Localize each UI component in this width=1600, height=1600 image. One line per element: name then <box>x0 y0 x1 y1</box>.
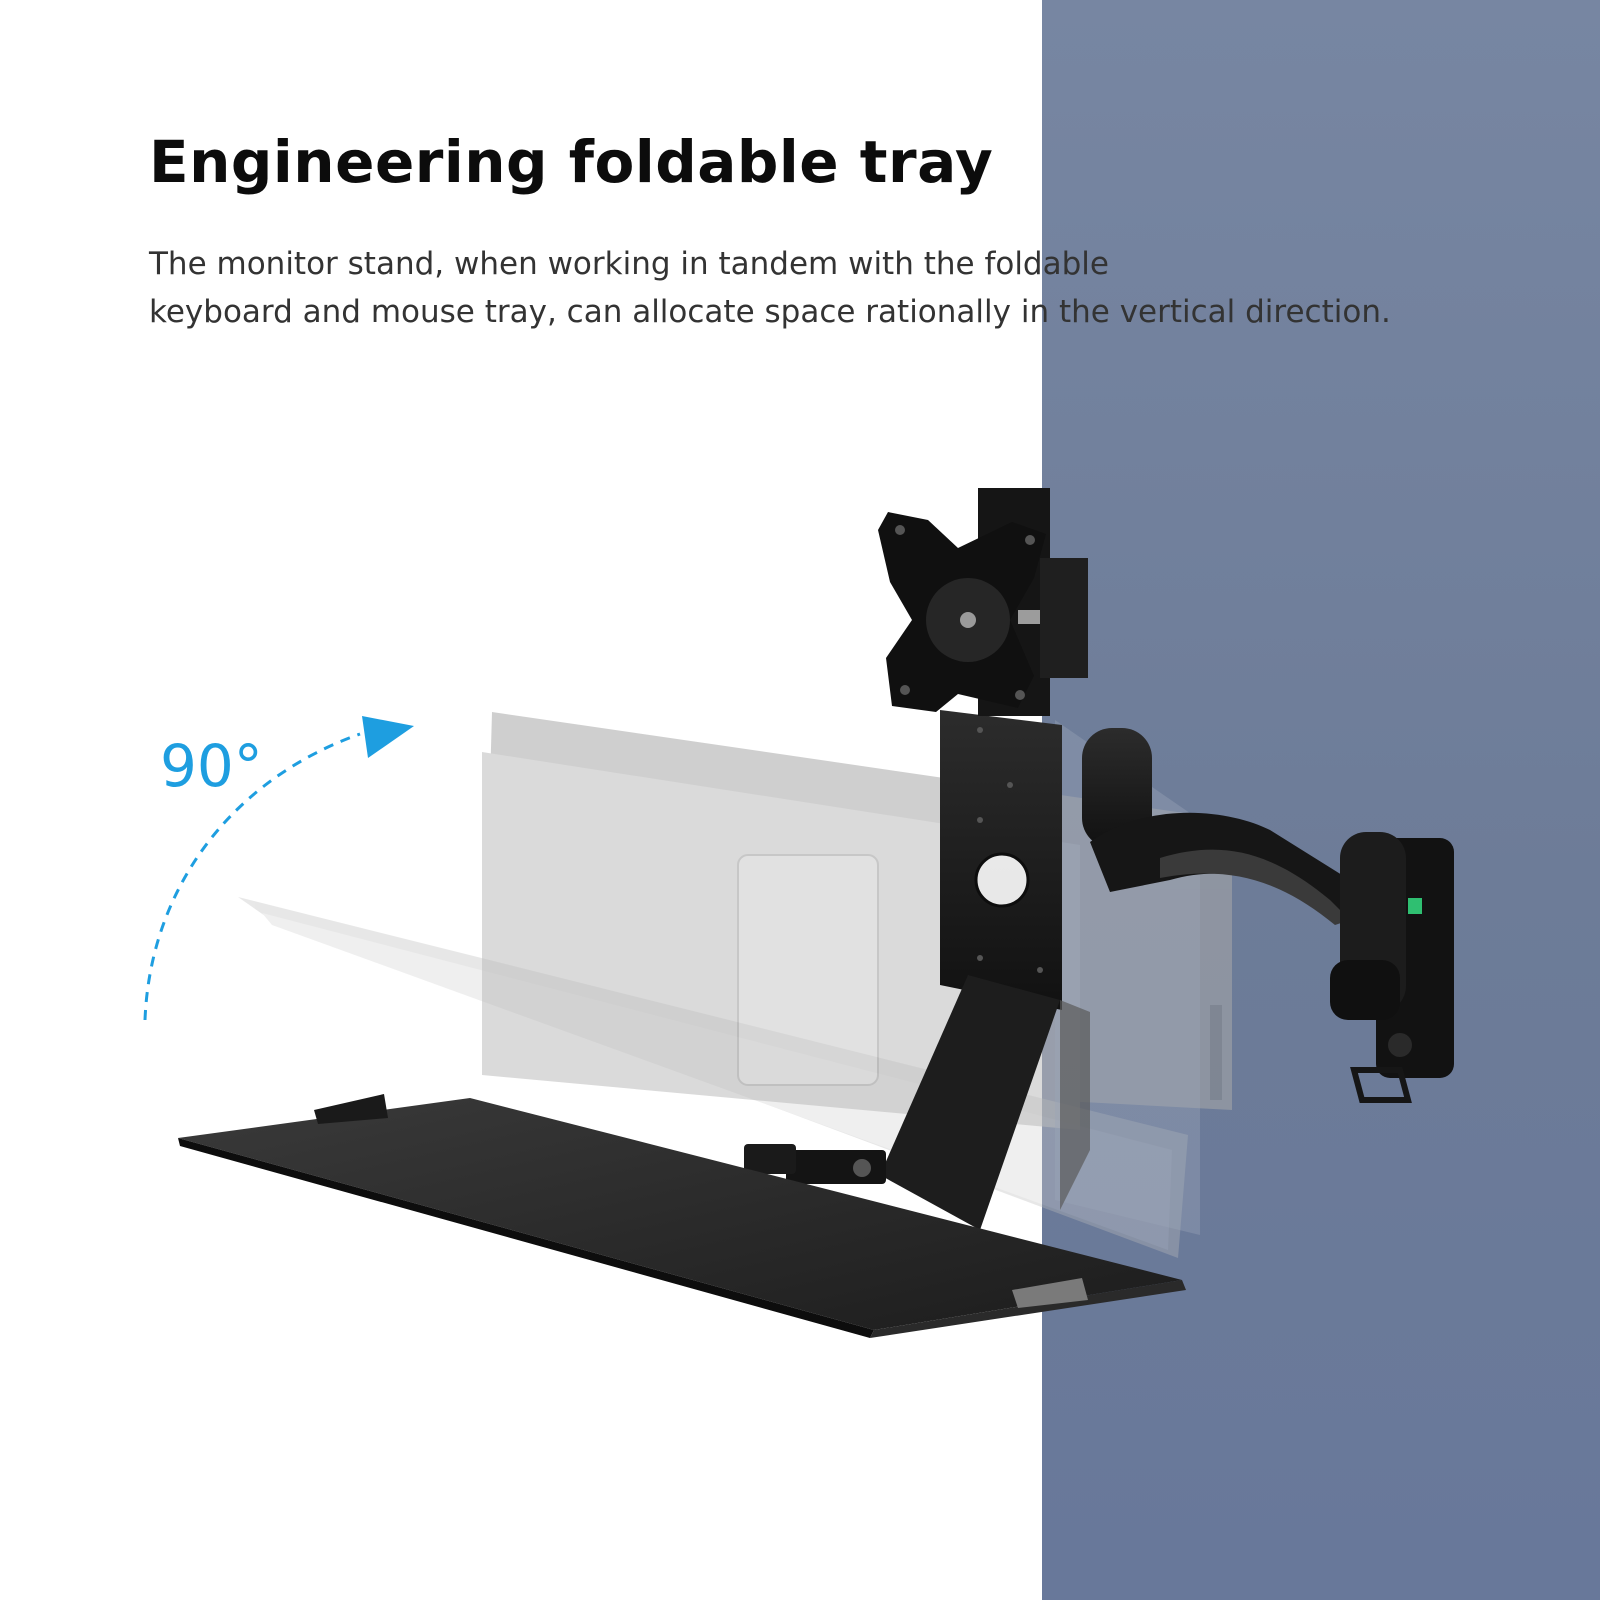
feature-description-line-1: The monitor stand, when working in tande… <box>149 246 1109 282</box>
articulating-arm <box>1082 728 1360 930</box>
rotation-arrow <box>143 716 414 1021</box>
keyboard-tray <box>178 1094 1186 1338</box>
vesa-mount-head <box>878 488 1088 716</box>
rotation-angle-label: 90° <box>160 732 263 800</box>
mounting-plate <box>940 710 1062 1010</box>
feature-description: The monitor stand, when working in tande… <box>149 240 1391 336</box>
rotation-arrowhead-icon <box>362 716 414 758</box>
wall-bracket <box>1330 832 1454 1103</box>
tray-hinge-bracket <box>744 975 1090 1230</box>
feature-description-line-2: keyboard and mouse tray, can allocate sp… <box>149 294 1391 330</box>
headline: Engineering foldable tray <box>149 128 994 196</box>
